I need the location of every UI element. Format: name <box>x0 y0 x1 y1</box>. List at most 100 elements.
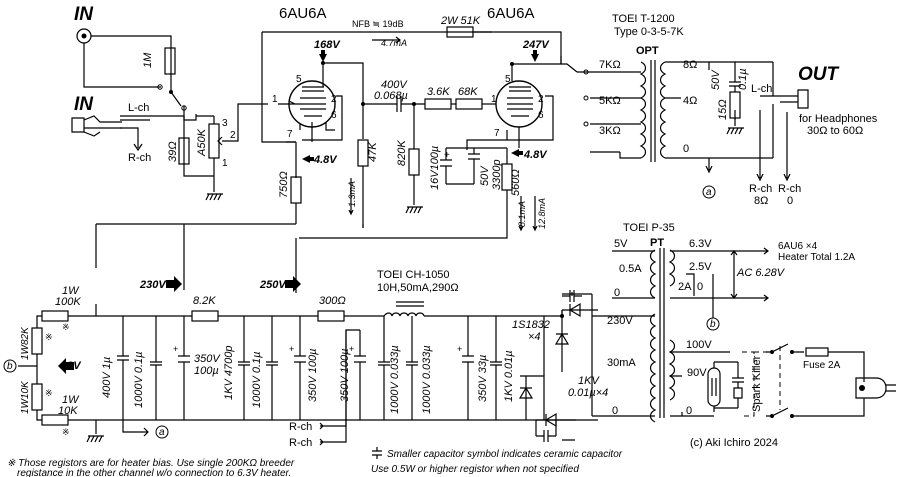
r-47k-label: 47K <box>367 142 379 162</box>
c-bank-big-c: 100µ <box>194 365 219 377</box>
svg-text:1W: 1W <box>62 394 80 406</box>
r-82k-label: 8.2K <box>193 295 216 307</box>
opt-tap-switch[interactable] <box>583 69 589 75</box>
svg-text:+: + <box>457 344 462 354</box>
heater-ac: AC 6.28V <box>736 267 786 279</box>
input-label-bottom: IN <box>74 94 94 115</box>
svg-text:5: 5 <box>505 74 511 85</box>
svg-text:2.5V: 2.5V <box>689 261 712 273</box>
svg-text:1: 1 <box>222 158 228 169</box>
svg-text:100K: 100K <box>55 296 81 308</box>
svg-text:1W10K: 1W10K <box>20 380 31 414</box>
rch0-val: 0 <box>787 195 793 207</box>
svg-text:8Ω: 8Ω <box>683 59 697 71</box>
rch8-val: 8Ω <box>754 195 768 207</box>
ac-plug[interactable] <box>855 377 896 399</box>
r-15-label: 15Ω <box>717 99 729 120</box>
lch-out-label: L-ch <box>751 83 772 95</box>
svg-text:30mA: 30mA <box>607 357 636 369</box>
svg-text:3: 3 <box>222 118 228 129</box>
out-label: OUT <box>798 64 840 85</box>
svg-text:2A: 2A <box>678 281 692 293</box>
svg-text:b: b <box>7 361 13 372</box>
diodes-n: ×4 <box>528 331 541 343</box>
svg-text:2: 2 <box>230 130 236 141</box>
cap-bridge-bottom <box>535 420 557 442</box>
rch2-label: R-ch <box>289 437 312 449</box>
cap-3300p <box>468 153 480 184</box>
c-coupling-v: 400V <box>381 79 408 91</box>
choke-spec: 10H,50mA,290Ω <box>377 282 459 294</box>
r-68k-label: 68K <box>458 86 478 98</box>
opt-secondary-coil <box>659 61 667 159</box>
i128-label: 12.8mA <box>537 198 547 229</box>
svg-text:0: 0 <box>683 143 689 155</box>
svg-text:90V: 90V <box>687 367 707 379</box>
c-16v-label: 16V100µ <box>429 146 441 190</box>
svg-text:0: 0 <box>686 405 692 417</box>
rch1-label: R-ch <box>289 421 312 433</box>
v247-label: 247V <box>522 39 550 51</box>
headphones-label: for Headphones <box>799 113 878 125</box>
i81-label: 8.1mA <box>517 201 527 227</box>
svg-text:2: 2 <box>331 94 337 105</box>
resistor-1w100k <box>41 310 69 322</box>
v168-label: 168V <box>314 39 341 51</box>
resistor-1w82k <box>31 327 43 355</box>
legend-r: Use 0.5W or higher registor when not spe… <box>371 464 579 475</box>
diodes-label: 1S1832 <box>512 319 550 331</box>
svg-text:7: 7 <box>287 129 293 140</box>
r-39-label: 39Ω <box>167 141 179 162</box>
svg-text:6: 6 <box>538 110 544 121</box>
rch-in-label: R-ch <box>128 152 151 164</box>
svg-text:1W82K: 1W82K <box>20 326 31 360</box>
svg-text:5KΩ: 5KΩ <box>599 95 621 107</box>
c-3300p-label: 3300p <box>491 159 503 190</box>
node-b-bias <box>3 359 17 373</box>
svg-text:1W: 1W <box>62 285 80 297</box>
node-a-ground <box>155 425 169 439</box>
resistor-1w10k-b <box>41 414 69 426</box>
svg-text:0: 0 <box>612 405 618 417</box>
resistor-39 <box>178 137 190 165</box>
fuse-label: Fuse 2A <box>803 360 841 371</box>
spark-killer-body <box>707 367 721 407</box>
resistor-8-2k <box>191 310 219 322</box>
r-750-label: 750Ω <box>278 171 290 198</box>
svg-text:※: ※ <box>45 388 53 398</box>
c-bank-big-v: 350V <box>194 353 221 365</box>
ceramic-cap-symbol <box>372 447 382 459</box>
v250-label: 250V <box>259 279 287 291</box>
pt-secondary-coil <box>668 249 676 401</box>
svg-text:+: + <box>173 344 178 354</box>
cap-16v-100u <box>440 159 474 185</box>
svg-text:0.5A: 0.5A <box>619 263 642 275</box>
c-50v-label: 50V <box>479 165 491 186</box>
power-switch[interactable] <box>766 343 804 417</box>
headphones-range: 30Ω to 60Ω <box>807 125 863 137</box>
rch8-label: R-ch <box>749 183 772 195</box>
resistor-750 <box>290 176 302 204</box>
ground-symbol <box>205 193 224 201</box>
v48a-label: 4.8V <box>313 154 338 166</box>
resistor-1m <box>164 47 176 75</box>
headphone-jack-in <box>71 117 85 133</box>
svg-text:※: ※ <box>45 332 53 342</box>
c-out-val: 0.1µ <box>737 68 749 90</box>
pt-label: PT <box>650 237 664 249</box>
v48b-label: 4.8V <box>523 149 548 161</box>
v23-label: 23V <box>60 360 82 372</box>
c-coupling-val: 0.068µ <box>374 90 408 102</box>
headphone-jack-out[interactable] <box>797 89 809 109</box>
c-bank-9: 350V 33µ <box>477 355 489 402</box>
spark-label: Spark Killer <box>751 355 763 412</box>
i13-label: 1.3mA <box>347 181 357 207</box>
r-1m-label: 1M <box>142 52 154 68</box>
pt-primary-coil <box>649 249 657 423</box>
svg-text:6: 6 <box>331 110 337 121</box>
lch-in-label: L-ch <box>128 102 149 114</box>
svg-text:※: ※ <box>62 322 70 332</box>
svg-text:7KΩ: 7KΩ <box>599 59 621 71</box>
diode-left <box>518 376 534 420</box>
nfb-label: NFB ≒ 19dB <box>352 19 404 29</box>
